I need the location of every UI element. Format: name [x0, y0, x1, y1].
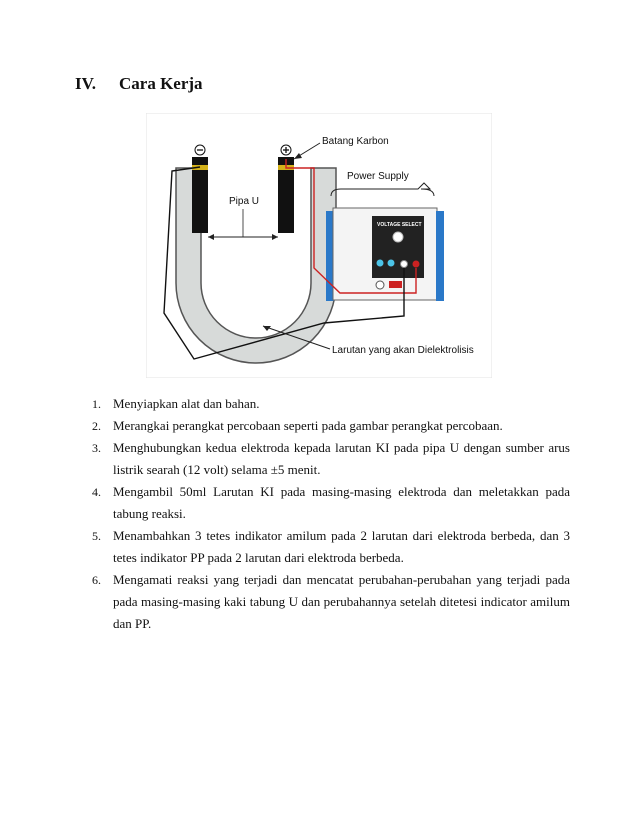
indicator-light-2 — [387, 259, 395, 267]
step-number: 3. — [92, 441, 101, 455]
power-switch — [375, 280, 385, 290]
supply-right-panel — [436, 211, 444, 301]
step-number: 4. — [92, 485, 101, 499]
step-text: Menyiapkan alat dan bahan. — [113, 396, 260, 411]
larutan-pointer — [262, 325, 331, 350]
section-number: IV. — [75, 74, 96, 93]
apparatus-diagram: Batang Karbon Power Supply Pipa U Laruta… — [146, 113, 492, 378]
section-heading: IV. Cara Kerja — [75, 74, 203, 94]
apparatus-figure: Batang Karbon Power Supply Pipa U Laruta… — [146, 113, 492, 378]
section-title: Cara Kerja — [119, 74, 203, 93]
step-number: 5. — [92, 529, 101, 543]
list-item: 3. Menghubungkan kedua elektroda kepada l… — [92, 437, 570, 481]
label-batang-karbon: Batang Karbon — [322, 136, 389, 147]
list-item: 2. Merangkai perangkat percobaan seperti … — [92, 415, 570, 437]
label-larutan: Larutan yang akan Dielektrolisis — [332, 345, 474, 356]
list-item: 1. Menyiapkan alat dan bahan. — [92, 393, 570, 415]
power-supply-brace — [330, 182, 435, 197]
anode-electrode — [278, 157, 294, 233]
label-voltage-select: VOLTAGE SELECT — [377, 222, 422, 228]
voltage-knob — [392, 231, 404, 243]
step-text: Mengambil 50ml Larutan KI pada masing-ma… — [113, 484, 570, 521]
black-wire — [163, 166, 405, 360]
cathode-electrode — [192, 157, 208, 233]
step-text: Menghubungkan kedua elektroda kepada lar… — [113, 440, 570, 477]
label-power-supply: Power Supply — [347, 171, 409, 182]
step-text: Mengamati reaksi yang terjadi dan mencat… — [113, 572, 570, 631]
supply-left-panel — [326, 211, 334, 301]
list-item: 5. Menambahkan 3 tetes indikator amilum p… — [92, 525, 570, 569]
step-number: 6. — [92, 573, 101, 587]
list-item: 6. Mengamati reaksi yang terjadi dan menc… — [92, 569, 570, 635]
indicator-light-1 — [376, 259, 384, 267]
red-wire — [285, 159, 417, 294]
step-text: Menambahkan 3 tetes indikator amilum pad… — [113, 528, 570, 565]
label-pipa-u: Pipa U — [229, 196, 259, 207]
step-number: 2. — [92, 419, 101, 433]
terminal-red — [412, 260, 420, 268]
list-item: 4. Mengambil 50ml Larutan KI pada masing-… — [92, 481, 570, 525]
step-number: 1. — [92, 397, 101, 411]
power-indicator — [389, 281, 402, 288]
procedure-list: 1. Menyiapkan alat dan bahan. 2. Merangkai… — [92, 393, 570, 635]
step-text: Merangkai perangkat percobaan seperti pa… — [113, 418, 503, 433]
terminal-black — [400, 260, 408, 268]
